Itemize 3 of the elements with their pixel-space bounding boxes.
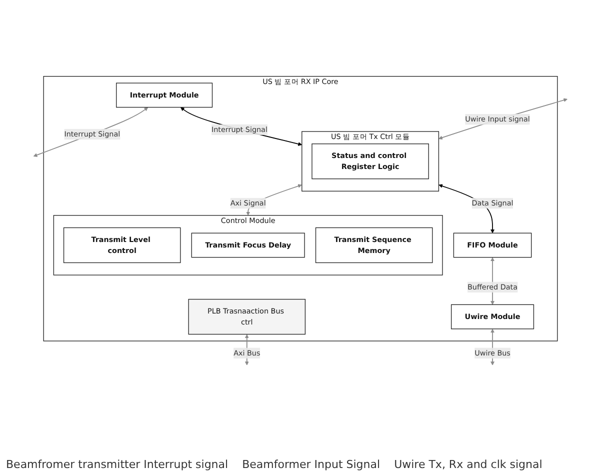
note-text: Beamformer Input Signal — [242, 458, 380, 471]
note-text: Uwire Tx, Rx and clk signal — [394, 458, 542, 471]
note-text: Beamfromer transmitter Interrupt signal — [6, 458, 228, 471]
